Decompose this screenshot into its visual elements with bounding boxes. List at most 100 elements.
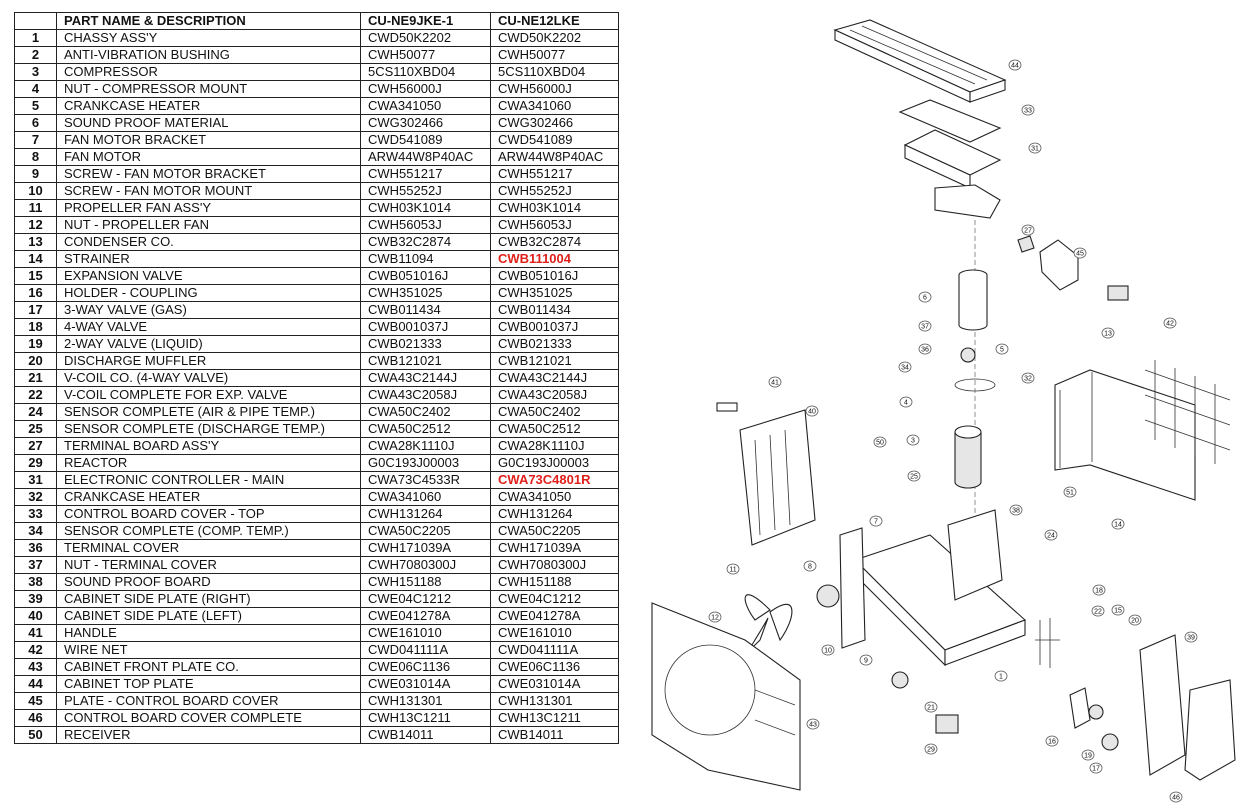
part-number-cell: 27 <box>14 437 57 455</box>
fan-motor-bracket-drawing <box>839 527 866 649</box>
model-b-code-cell: CWB111004 <box>490 250 619 268</box>
callout-31: 31 <box>1028 142 1042 154</box>
callout-label: 9 <box>864 658 868 665</box>
callout-label: 50 <box>876 440 884 447</box>
callout-19: 19 <box>1081 749 1095 761</box>
model-b-code-cell: CWH551217 <box>490 165 619 183</box>
part-name-cell: 3-WAY VALVE (GAS) <box>56 301 361 319</box>
model-a-code-cell: CWH03K1014 <box>360 199 491 217</box>
callout-label: 8 <box>808 564 812 571</box>
callout-40: 40 <box>805 405 819 417</box>
model-a-code-cell: CWG302466 <box>360 114 491 132</box>
three-way-valve-drawing <box>1101 733 1119 751</box>
part-name-cell: CONDENSER CO. <box>56 233 361 251</box>
model-b-code-cell: CWA341050 <box>490 488 619 506</box>
model-b-code-cell: CWE041278A <box>490 607 619 625</box>
callout-42: 42 <box>1163 317 1177 329</box>
callout-14: 14 <box>1111 518 1125 530</box>
callout-label: 22 <box>1094 609 1102 616</box>
callout-label: 42 <box>1166 321 1174 328</box>
model-a-code-cell: CWB021333 <box>360 335 491 353</box>
part-number-cell: 36 <box>14 539 57 557</box>
callout-label: 40 <box>808 409 816 416</box>
callout-label: 33 <box>1024 108 1032 115</box>
callout-label: 29 <box>927 747 935 754</box>
model-a-code-cell: CWH131301 <box>360 692 491 710</box>
model-a-code-cell: CWH13C1211 <box>360 709 491 727</box>
callout-32: 32 <box>1021 372 1035 384</box>
callout-label: 20 <box>1131 618 1139 625</box>
part-name-cell: NUT - COMPRESSOR MOUNT <box>56 80 361 98</box>
callout-label: 13 <box>1104 331 1112 338</box>
part-number-cell: 20 <box>14 352 57 370</box>
part-name-cell: PLATE - CONTROL BOARD COVER <box>56 692 361 710</box>
model-b-code-cell: CWH56053J <box>490 216 619 234</box>
model-b-code-cell: CWA50C2512 <box>490 420 619 438</box>
callout-29: 29 <box>924 743 938 755</box>
part-name-cell: HOLDER - COUPLING <box>56 284 361 302</box>
model-a-code-cell: CWH7080300J <box>360 556 491 574</box>
front-plate-drawing <box>651 602 801 791</box>
two-way-valve-drawing <box>1088 704 1104 720</box>
part-number-cell: 8 <box>14 148 57 166</box>
header-model-b: CU-NE12LKE <box>490 12 619 30</box>
part-number-cell: 4 <box>14 80 57 98</box>
control-board-cover-drawing <box>898 99 1002 143</box>
chassis-drawing <box>853 534 1027 667</box>
callout-label: 27 <box>1024 228 1032 235</box>
part-name-cell: RECEIVER <box>56 726 361 744</box>
model-a-code-cell: CWD541089 <box>360 131 491 149</box>
part-name-cell: SOUND PROOF BOARD <box>56 573 361 591</box>
model-b-code-cell: CWH7080300J <box>490 556 619 574</box>
part-number-cell: 9 <box>14 165 57 183</box>
callout-41: 41 <box>768 376 782 388</box>
header-no <box>14 12 57 30</box>
callout-16: 16 <box>1045 735 1059 747</box>
model-b-code-cell: CWB001037J <box>490 318 619 336</box>
part-name-cell: ANTI-VIBRATION BUSHING <box>56 46 361 64</box>
callout-label: 41 <box>771 380 779 387</box>
part-name-cell: CONTROL BOARD COVER COMPLETE <box>56 709 361 727</box>
handle-drawing <box>716 402 738 412</box>
part-number-cell: 40 <box>14 607 57 625</box>
part-number-cell: 19 <box>14 335 57 353</box>
part-name-cell: SENSOR COMPLETE (AIR & PIPE TEMP.) <box>56 403 361 421</box>
model-b-code-cell: CWA73C4801R <box>490 471 619 489</box>
part-number-cell: 25 <box>14 420 57 438</box>
part-name-cell: 2-WAY VALVE (LIQUID) <box>56 335 361 353</box>
model-b-code-cell: 5CS110XBD04 <box>490 63 619 81</box>
header-model-a: CU-NE9JKE-1 <box>360 12 491 30</box>
part-name-cell: SENSOR COMPLETE (DISCHARGE TEMP.) <box>56 420 361 438</box>
holder-coupling-drawing <box>1069 687 1091 729</box>
callout-label: 19 <box>1084 753 1092 760</box>
callout-4: 4 <box>899 396 913 408</box>
callout-label: 31 <box>1031 146 1039 153</box>
sound-proof-material-drawing <box>958 269 988 331</box>
part-number-cell: 33 <box>14 505 57 523</box>
part-name-cell: NUT - TERMINAL COVER <box>56 556 361 574</box>
terminal-cover-drawing <box>960 347 976 363</box>
part-name-cell: CABINET TOP PLATE <box>56 675 361 693</box>
model-b-code-cell: CWH50077 <box>490 46 619 64</box>
part-number-cell: 34 <box>14 522 57 540</box>
model-a-code-cell: CWB11094 <box>360 250 491 268</box>
model-a-code-cell: CWA28K1110J <box>360 437 491 455</box>
callout-label: 25 <box>910 474 918 481</box>
model-a-code-cell: CWE04C1212 <box>360 590 491 608</box>
part-name-cell: FAN MOTOR <box>56 148 361 166</box>
callout-label: 43 <box>809 722 817 729</box>
callout-label: 34 <box>901 365 909 372</box>
side-plate-left-drawing <box>739 409 816 546</box>
model-a-code-cell: CWB001037J <box>360 318 491 336</box>
callout-label: 45 <box>1076 251 1084 258</box>
model-b-code-cell: CWD541089 <box>490 131 619 149</box>
model-b-code-cell: CWH131301 <box>490 692 619 710</box>
